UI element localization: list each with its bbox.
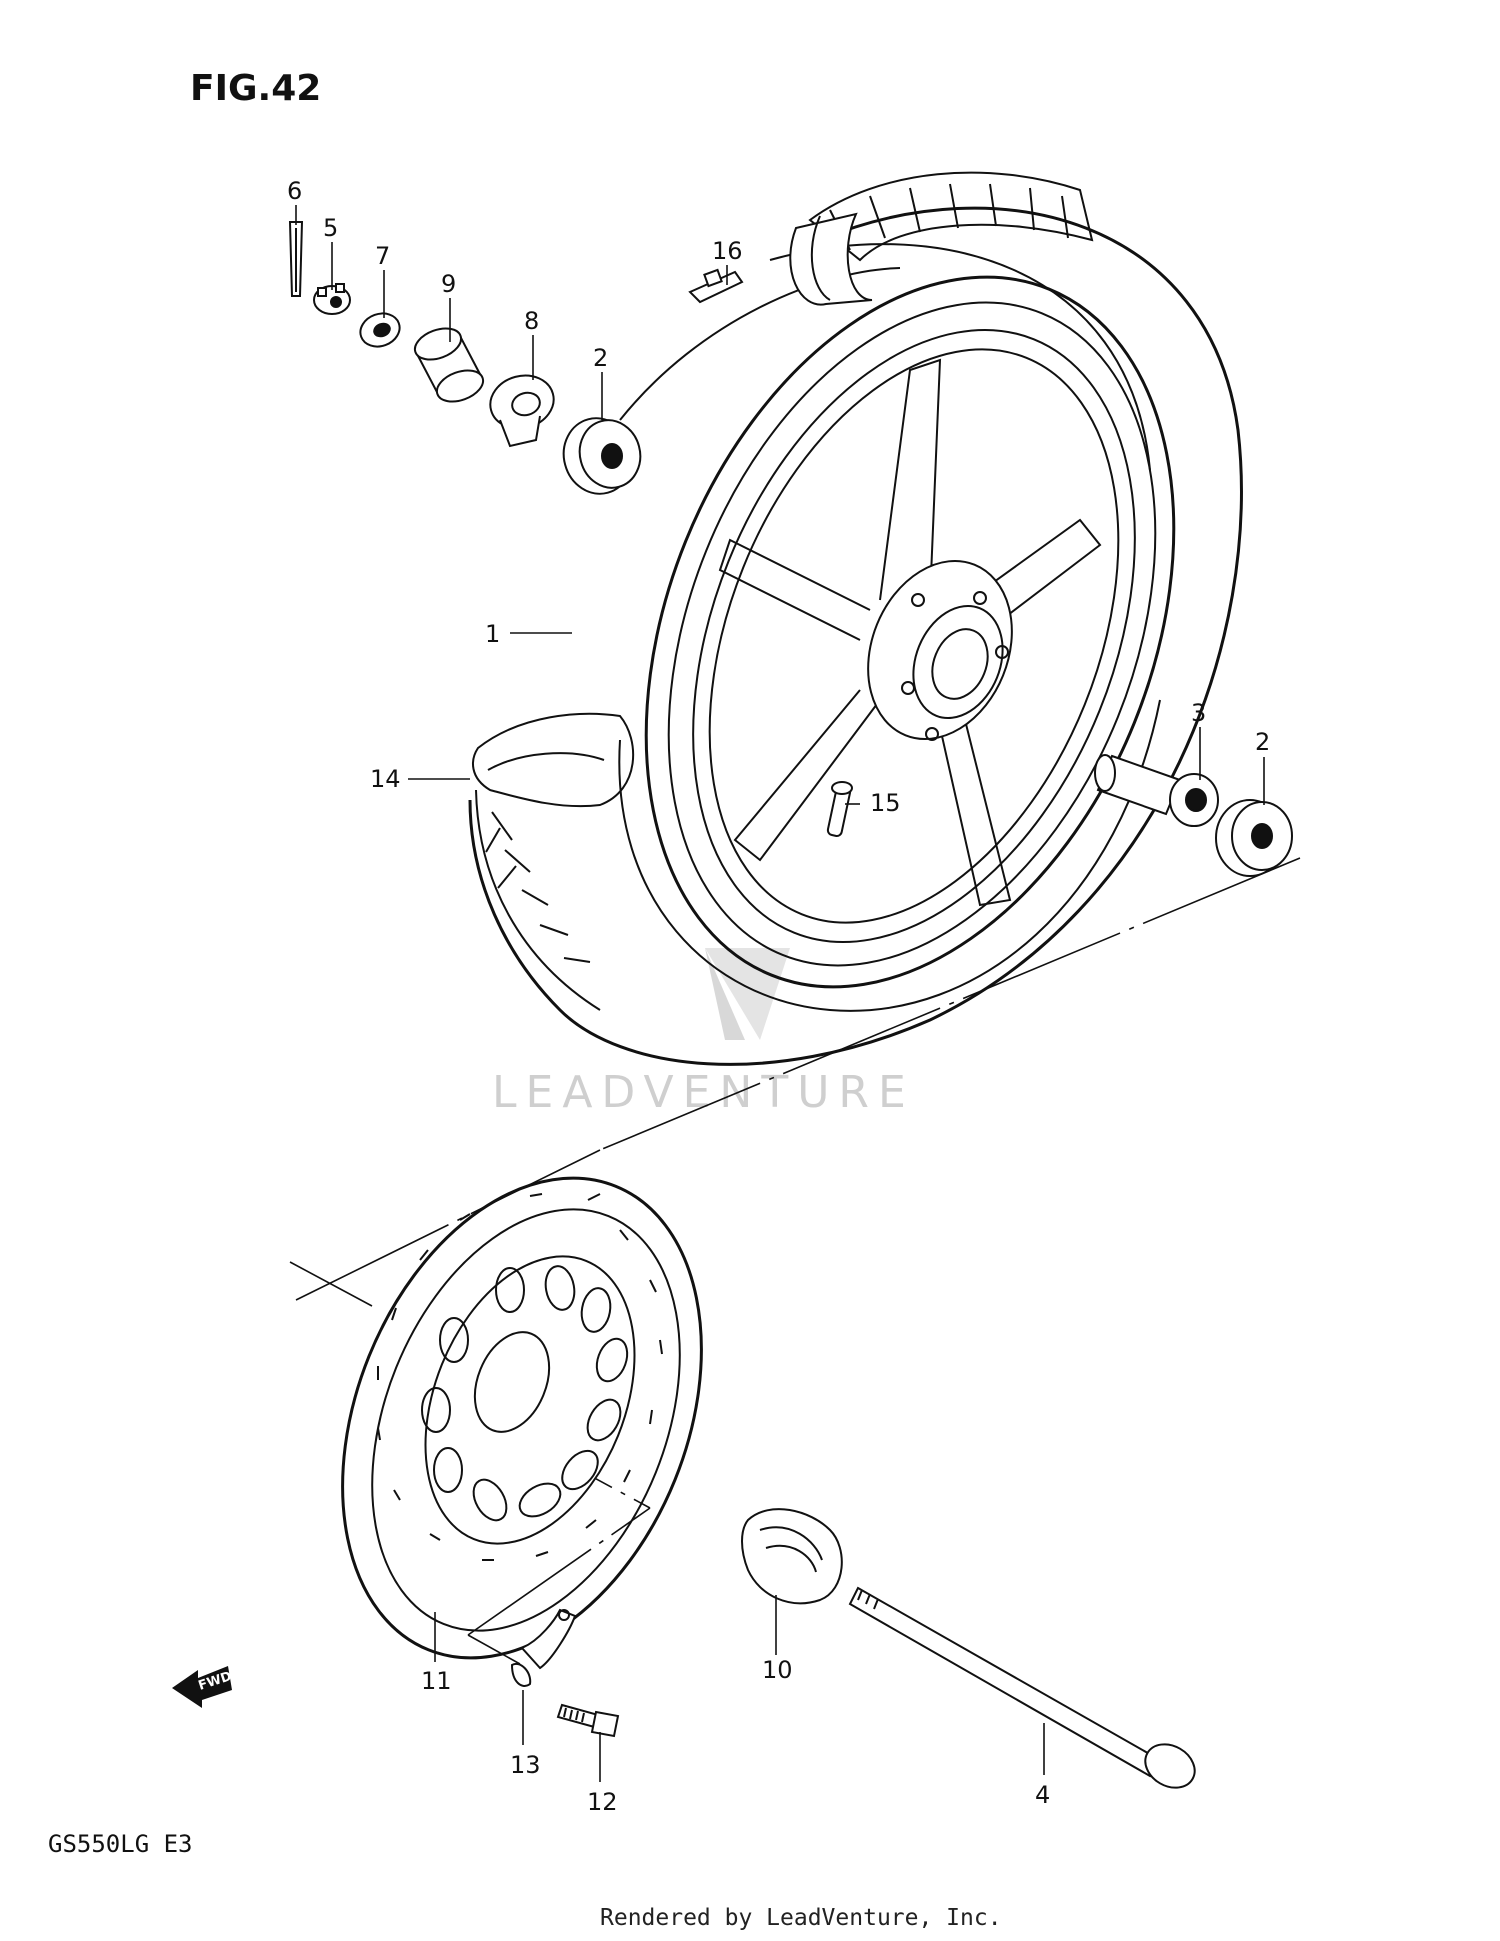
wheel-collar	[489, 374, 555, 448]
watermark: LEADVENTURE	[492, 948, 915, 1118]
watermark-logo-icon-shade	[705, 948, 745, 1040]
watermark-logo-icon	[705, 948, 790, 1040]
callout-4: 4	[1035, 1781, 1050, 1809]
callout-15: 15	[870, 789, 901, 817]
lock-washer	[510, 1608, 577, 1687]
callout-12: 12	[587, 1788, 618, 1816]
bearing-top	[562, 417, 642, 495]
callout-9: 9	[441, 270, 456, 298]
callout-16: 16	[712, 237, 743, 265]
figure-title: FIG.42	[190, 68, 321, 109]
callout-2-right: 2	[1255, 728, 1270, 756]
watermark-text: LEADVENTURE	[492, 1067, 915, 1118]
callout-8: 8	[524, 307, 539, 335]
bearing-spacer	[1094, 754, 1219, 827]
callout-1: 1	[485, 620, 500, 648]
callout-11: 11	[421, 1667, 452, 1695]
render-credit: Rendered by LeadVenture, Inc.	[600, 1905, 1002, 1931]
callout-labels: 6 5 7 9 8 2 16 1 14 15 3 2 10 4 11 13 12	[287, 177, 1270, 1816]
forward-arrow-icon: FWD	[172, 1666, 234, 1708]
callout-6: 7	[375, 242, 390, 270]
callout-13: 13	[510, 1751, 541, 1779]
tire	[468, 171, 1243, 1066]
callout-5: 5	[323, 214, 338, 242]
bearing-right	[1215, 799, 1293, 877]
callout-2-top: 2	[593, 344, 608, 372]
callout-14: 14	[370, 765, 401, 793]
cotter-pin	[288, 221, 304, 297]
callout-7: 6	[287, 177, 302, 205]
callout-10: 10	[762, 1656, 793, 1684]
disc-bolt	[556, 1703, 620, 1738]
wheel-rim	[644, 275, 1176, 989]
spacer	[413, 327, 485, 403]
callout-3: 3	[1191, 699, 1206, 727]
washer	[359, 312, 401, 348]
callout-leaders	[295, 205, 1265, 1782]
castle-nut	[313, 283, 351, 315]
front-axle	[848, 1586, 1196, 1789]
balance-weight	[688, 268, 744, 304]
assembly-reference-lines	[289, 857, 1301, 1665]
brake-disc	[341, 1176, 703, 1660]
dust-seal	[741, 1508, 843, 1605]
model-code: GS550LG E3	[48, 1830, 193, 1858]
air-valve	[826, 781, 853, 837]
